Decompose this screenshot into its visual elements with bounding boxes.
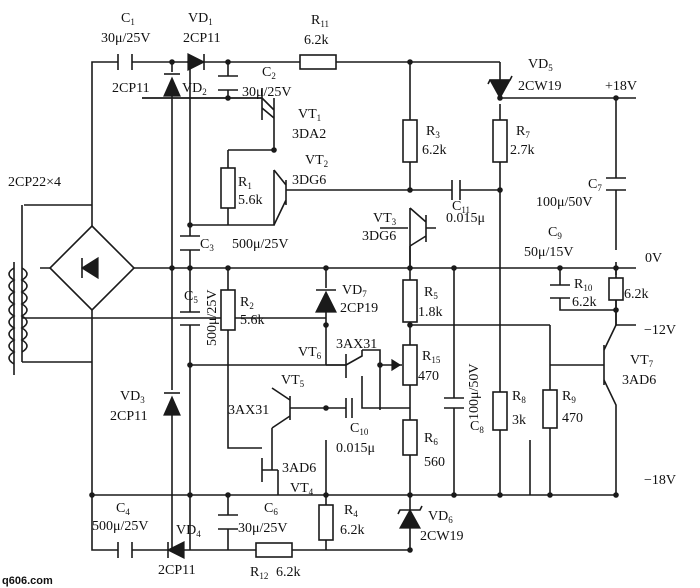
c1-label: C1	[121, 11, 135, 27]
vt7-label: VT7	[630, 353, 654, 369]
rail-minus12-label: −12V	[644, 323, 676, 338]
vd4-label: VD4	[176, 523, 201, 539]
transistors	[142, 88, 605, 482]
r7-label: R7	[516, 124, 530, 140]
vd5-label: VD5	[528, 57, 553, 73]
watermark: q606.com	[2, 575, 53, 587]
r1-value: 5.6k	[238, 193, 263, 208]
r8-value: 3k	[512, 413, 526, 428]
r12-value: 6.2k	[276, 565, 301, 580]
vt5-value: 3AX31	[228, 403, 269, 418]
vd4-value: 2CP11	[158, 563, 196, 578]
c10-label: C10	[350, 421, 369, 437]
c8-value: 100μ/50V	[467, 363, 482, 420]
vt7-value: 3AD6	[622, 373, 656, 388]
junction-dots	[89, 59, 619, 553]
vd6-value: 2CW19	[420, 529, 464, 544]
c9-label: C9	[548, 225, 562, 241]
bridge-name-label: 2CP22×4	[8, 175, 61, 190]
vd1-value: 2CP11	[183, 31, 221, 46]
vt4-label: VT4	[290, 481, 314, 497]
r5-label: R5	[424, 285, 438, 301]
vd6-label: VD6	[428, 509, 453, 525]
c6-label: C6	[264, 501, 278, 517]
c7-label: C7	[588, 177, 602, 193]
r4-value: 6.2k	[340, 523, 365, 538]
r11-value: 6.2k	[304, 33, 329, 48]
vd7-label: VD7	[342, 283, 367, 299]
labels: 2CP22×4 C1 30μ/25V VD1 2CP11 R11 6.2k VD…	[2, 11, 676, 587]
c10-value: 0.015μ	[336, 441, 375, 456]
r4-label: R4	[344, 503, 358, 519]
r12-label: R12	[250, 565, 268, 581]
c7-value: 100μ/50V	[536, 195, 593, 210]
vd5-value: 2CW19	[518, 79, 562, 94]
vt2-label: VT2	[305, 153, 328, 169]
r5-value: 1.8k	[418, 305, 443, 320]
c9-value: 50μ/15V	[524, 245, 574, 260]
vt1-value: 3DA2	[292, 127, 326, 142]
r1-label: R1	[238, 175, 252, 191]
diodes	[163, 53, 513, 559]
r10b-value: 6.2k	[624, 287, 649, 302]
vd3-label: VD3	[120, 389, 145, 405]
c8-label: C8	[470, 419, 484, 435]
vt6-label: VT6	[298, 345, 322, 361]
vd3-value: 2CP11	[110, 409, 148, 424]
r7-value: 2.7k	[510, 143, 535, 158]
vd2-value: 2CP11	[112, 81, 150, 96]
resistors	[220, 54, 624, 558]
vd2-label: VD2	[182, 81, 207, 97]
r10-label: R10	[574, 277, 593, 293]
vt5-label: VT5	[281, 373, 305, 389]
r3-value: 6.2k	[422, 143, 447, 158]
r2-label: R2	[240, 295, 254, 311]
r10-value: 6.2k	[572, 295, 597, 310]
vd1-label: VD1	[188, 11, 213, 27]
r6-label: R6	[424, 431, 438, 447]
vt3-label: VT3	[373, 211, 397, 227]
vt2-value: 3DG6	[292, 173, 326, 188]
vt1-label: VT1	[298, 107, 321, 123]
r2-value: 5.6k	[240, 313, 265, 328]
r3-label: R3	[426, 124, 440, 140]
c3-label: C3	[200, 237, 214, 253]
r9-label: R9	[562, 389, 576, 405]
r11-label: R11	[311, 13, 329, 29]
vt3-value: 3DG6	[362, 229, 396, 244]
r6-value: 560	[424, 455, 445, 470]
r8-label: R8	[512, 389, 526, 405]
c4-value: 500μ/25V	[92, 519, 149, 534]
c2-label: C2	[262, 65, 276, 81]
r15-value: 470	[418, 369, 439, 384]
c6-value: 30μ/25V	[238, 521, 288, 536]
capacitors	[117, 54, 626, 558]
c11-label: C11	[452, 199, 470, 215]
c5-label: C5	[184, 289, 198, 305]
bridge-rectifier	[40, 224, 142, 312]
c5-value: 500μ/25V	[205, 289, 220, 346]
r9-value: 470	[562, 411, 583, 426]
c4-label: C4	[116, 501, 130, 517]
rail-plus18-label: +18V	[605, 79, 637, 94]
c2-value: 30μ/25V	[242, 85, 292, 100]
c3-value: 500μ/25V	[232, 237, 289, 252]
c11-value: 0.015μ	[446, 211, 485, 226]
vd7-value: 2CP19	[340, 301, 378, 316]
vt4-value: 3AD6	[282, 461, 316, 476]
transformer	[8, 204, 326, 375]
vt6-value: 3AX31	[336, 337, 377, 352]
r15-label: R15	[422, 349, 441, 365]
rail-minus18-label: −18V	[644, 473, 676, 488]
c1-value: 30μ/25V	[101, 31, 151, 46]
rail-zero-label: 0V	[645, 251, 662, 266]
